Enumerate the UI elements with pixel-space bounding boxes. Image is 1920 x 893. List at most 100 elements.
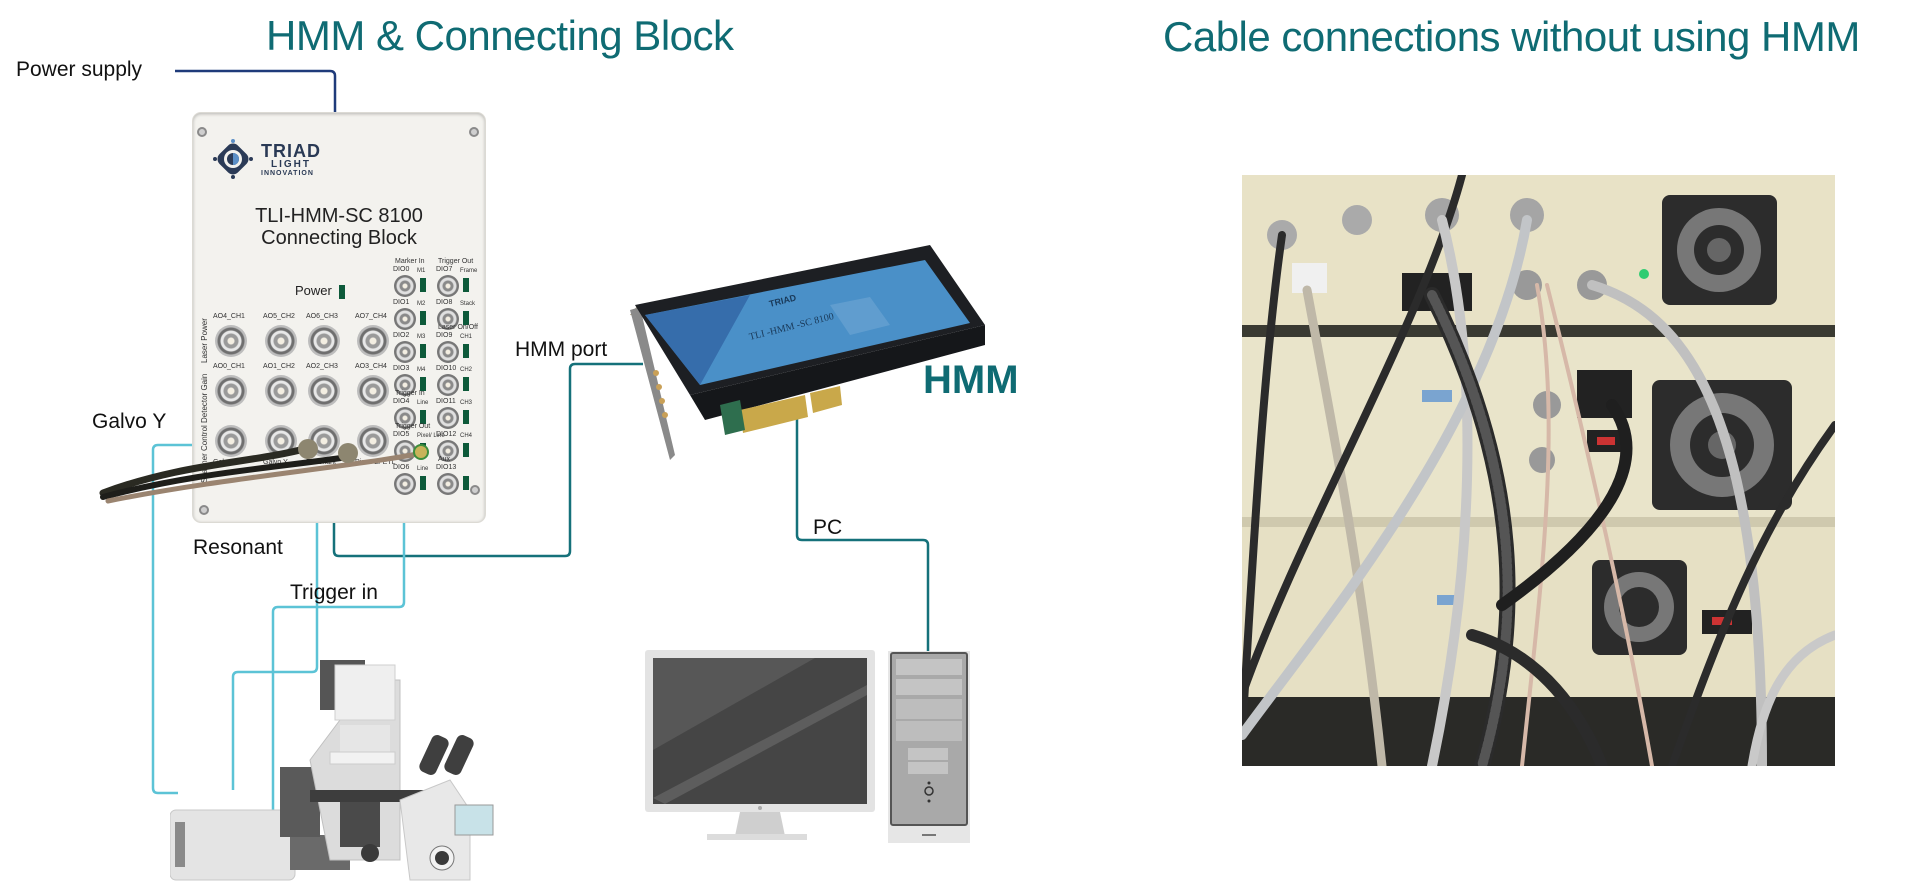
right-panel-title: Cable connections without using HMM: [1163, 13, 1860, 60]
brand-line2: LIGHT: [271, 158, 311, 170]
dio-group-label: Marker In: [395, 258, 425, 265]
pc-tower-icon: [888, 651, 970, 843]
dio-tag: M1: [417, 268, 426, 274]
bnc-connector[interactable]: [265, 325, 297, 357]
monitor-icon: [645, 650, 875, 840]
side-label-laser-power: Laser Power: [200, 318, 209, 363]
dio-name: DIO10: [436, 365, 457, 372]
dio-tag: CH2: [460, 367, 473, 373]
bnc-connector[interactable]: [357, 425, 389, 457]
bnc-connector[interactable]: [308, 325, 340, 357]
bnc-connector[interactable]: [308, 375, 340, 407]
bnc-label: AO5_CH2: [263, 313, 295, 320]
dio-name: DIO8: [436, 299, 453, 306]
dio-name: DIO13: [436, 464, 457, 471]
bnc-connector[interactable]: [215, 325, 247, 357]
dio-led: [463, 344, 469, 358]
brand-line3: INNOVATION: [261, 169, 314, 177]
dio-name: DIO6: [393, 464, 410, 471]
dio-name: DIO11: [436, 398, 456, 405]
dio-connector[interactable]: [437, 374, 459, 396]
dio-connector[interactable]: [394, 308, 416, 330]
power-indicator-label: Power: [295, 283, 332, 298]
dio-tag: M4: [417, 367, 426, 373]
bnc-label: AO6_CH3: [306, 313, 338, 320]
dio-group-label: Laser On/Off: [438, 324, 478, 331]
bnc-connector[interactable]: [215, 375, 247, 407]
dio-tag: Line: [417, 466, 429, 472]
dio-connector[interactable]: [437, 341, 459, 363]
bnc-label: AO3_CH4: [355, 363, 387, 370]
dio-tag: CH4: [460, 433, 473, 439]
dio-tag: Frame: [460, 268, 478, 274]
resonant-label: Resonant: [193, 536, 283, 559]
hmm-card-image: TLI -HMM -SC 8100 TRIAD: [630, 245, 990, 460]
dio-name: DIO1: [393, 299, 410, 306]
dio-connector[interactable]: [437, 308, 459, 330]
hmm-port-label: HMM port: [515, 338, 608, 361]
screw: [469, 127, 479, 137]
dio-led: [420, 311, 426, 325]
power-supply-label: Power supply: [16, 58, 143, 81]
dio-connector[interactable]: [437, 473, 459, 495]
screw: [197, 127, 207, 137]
dio-tag: Line: [417, 400, 429, 406]
screw: [199, 505, 209, 515]
bnc-label: AO7_CH4: [355, 313, 387, 320]
bnc-connector[interactable]: [357, 325, 389, 357]
bnc-label: AO0_CH1: [213, 363, 245, 370]
dio-connector[interactable]: [394, 275, 416, 297]
bnc-label: AO2_CH3: [306, 363, 338, 370]
dio-name: DIO4: [393, 398, 410, 405]
microscope-icon: [169, 660, 494, 881]
cable-photo-illustration: [1242, 175, 1835, 766]
dio-name: DIO7: [436, 266, 453, 273]
dio-connector[interactable]: [394, 473, 416, 495]
dio-name: DIO3: [393, 365, 410, 372]
model-line1: TLI-HMM-SC 8100: [255, 205, 423, 227]
dio-name: DIO9: [436, 332, 453, 339]
dio-led: [463, 476, 469, 490]
dio-connector[interactable]: [437, 275, 459, 297]
dio-led: [420, 476, 426, 490]
connecting-block: TRIAD LIGHT INNOVATION TLI-HMM-SC 8100 C…: [99, 113, 485, 522]
dio-tag: Stack: [460, 301, 476, 307]
pc-monitor-image: [645, 650, 881, 845]
block-model: TLI-HMM-SC 8100 Connecting Block: [193, 205, 485, 249]
dio-connector[interactable]: [394, 407, 416, 429]
dio-tag: Pixel/ Line: [417, 433, 445, 439]
dio-tag: M2: [417, 301, 426, 307]
bnc-label: Galvo Y: [263, 459, 288, 466]
dio-tag: CH1: [460, 334, 473, 340]
pc-tower-image: [888, 651, 970, 843]
microscope-image: [169, 640, 500, 885]
dio-connector[interactable]: [437, 407, 459, 429]
dio-led: [420, 278, 426, 292]
trigger-in-label: Trigger in: [290, 581, 378, 604]
pc-label: PC: [813, 516, 843, 539]
dio-group-label: Trigger In: [395, 390, 425, 397]
dio-led: [463, 443, 469, 457]
dio-led: [420, 410, 426, 424]
dio-group-label: Trigger Out: [395, 423, 431, 430]
dio-connector[interactable]: [437, 440, 459, 462]
dio-led: [463, 410, 469, 424]
dio-connector[interactable]: [394, 341, 416, 363]
brand-line1: TRIAD: [261, 140, 321, 161]
dio-led: [420, 377, 426, 391]
triad-logo-icon: [211, 137, 255, 181]
pcie-card-icon: TLI -HMM -SC 8100 TRIAD: [630, 245, 985, 460]
power-supply-wire: [175, 69, 337, 113]
dio-connector[interactable]: [394, 374, 416, 396]
dio-led: [420, 344, 426, 358]
bnc-connector[interactable]: [357, 375, 389, 407]
dio-group-label: Trigger Out: [438, 258, 474, 265]
dio-name: DIO0: [393, 266, 410, 273]
plugged-cables: [99, 439, 429, 504]
bnc-connector[interactable]: [265, 375, 297, 407]
bnc-connector[interactable]: [215, 425, 247, 457]
screw: [470, 485, 480, 495]
dio-tag: CH3: [460, 400, 473, 406]
bnc-label: AO4_CH1: [213, 313, 245, 320]
galvo-y-label: Galvo Y: [92, 410, 167, 433]
